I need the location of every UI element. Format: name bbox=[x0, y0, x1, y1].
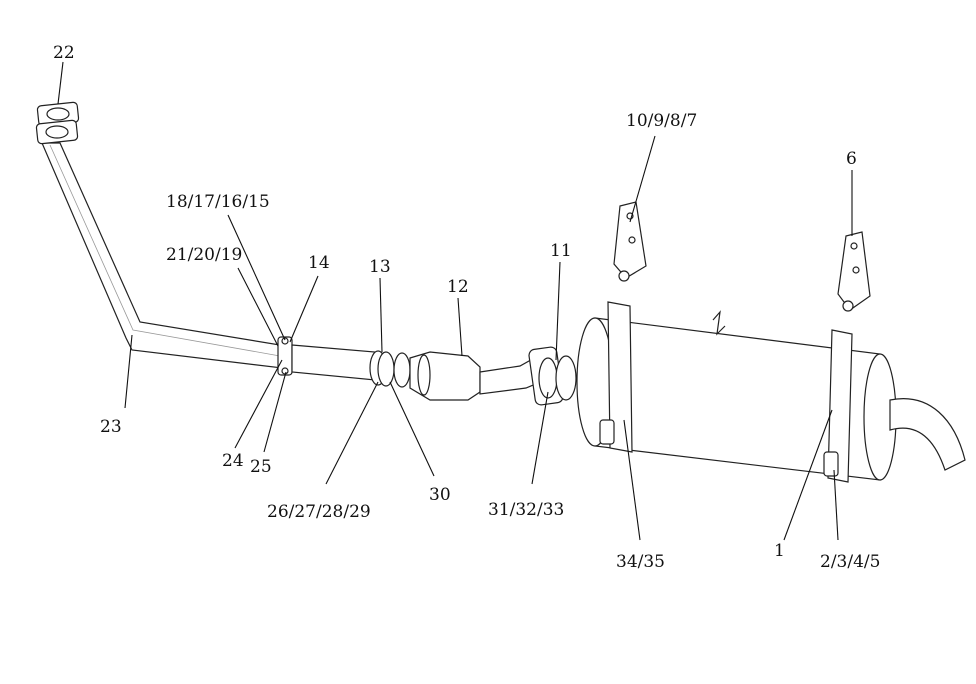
label-11: 11 bbox=[550, 241, 572, 261]
muffler-straps bbox=[599, 301, 853, 483]
label-14: 14 bbox=[308, 253, 330, 273]
label-31-32-33: 31/32/33 bbox=[488, 500, 564, 520]
label-1: 1 bbox=[774, 541, 785, 561]
label-2-3-4-5: 2/3/4/5 bbox=[820, 552, 880, 572]
muffler bbox=[576, 310, 966, 481]
gasket-flanges bbox=[369, 350, 411, 388]
part-labels: 22 10/9/8/7 6 18/17/16/15 21/20/19 14 13… bbox=[53, 43, 880, 572]
label-30: 30 bbox=[429, 485, 451, 505]
rear-flange bbox=[528, 346, 577, 406]
label-6: 6 bbox=[846, 149, 857, 169]
middle-pipe bbox=[291, 344, 376, 381]
label-21-20-19: 21/20/19 bbox=[166, 245, 242, 265]
front-flange bbox=[35, 101, 80, 145]
label-22: 22 bbox=[53, 43, 75, 63]
label-26-27-28-29: 26/27/28/29 bbox=[267, 502, 371, 522]
label-12: 12 bbox=[447, 277, 469, 297]
label-18-17-16-15: 18/17/16/15 bbox=[166, 192, 270, 212]
label-10-9-8-7: 10/9/8/7 bbox=[626, 111, 697, 131]
label-13: 13 bbox=[369, 257, 391, 277]
leader-lines bbox=[57, 61, 853, 541]
label-34-35: 34/35 bbox=[616, 552, 665, 572]
label-23: 23 bbox=[100, 417, 122, 437]
label-24: 24 bbox=[222, 451, 244, 471]
hanger-brackets bbox=[613, 201, 871, 312]
label-25: 25 bbox=[250, 457, 272, 477]
pipe-clamp bbox=[277, 336, 293, 376]
